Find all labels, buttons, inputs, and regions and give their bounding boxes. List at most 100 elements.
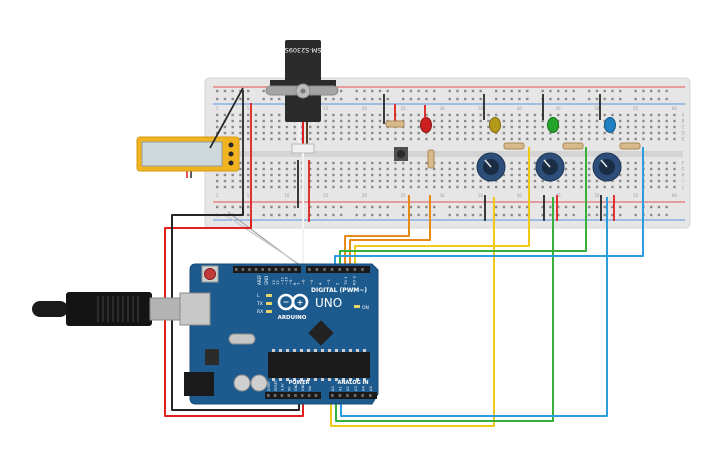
breadboard-hole — [262, 137, 265, 141]
breadboard-hole — [448, 173, 451, 177]
breadboard-hole — [409, 89, 413, 93]
breadboard-hole — [371, 119, 374, 123]
header-pin[interactable] — [346, 394, 349, 397]
breadboard-hole — [572, 167, 575, 171]
breadboard-hole — [433, 213, 436, 217]
header-pin[interactable] — [273, 394, 277, 397]
breadboard-hole — [665, 213, 668, 217]
breadboard-hole — [371, 131, 374, 135]
header-pin[interactable] — [287, 268, 291, 271]
header-pin[interactable] — [248, 268, 251, 271]
breadboard-hole — [247, 205, 250, 209]
header-pin[interactable] — [235, 268, 238, 271]
breadboard-hole — [634, 213, 637, 217]
header-pin[interactable] — [353, 268, 357, 271]
breadboard-hole — [332, 167, 335, 171]
reset-button[interactable] — [204, 268, 216, 280]
breadboard-hole — [425, 89, 428, 93]
breadboard-hole — [309, 179, 312, 183]
header-pin[interactable] — [369, 394, 372, 397]
breadboard-hole — [580, 185, 583, 189]
header-pin[interactable] — [274, 268, 278, 271]
header-pin[interactable] — [315, 268, 319, 271]
board-led-label: L — [257, 293, 260, 299]
header-pin[interactable] — [241, 268, 245, 271]
breadboard-hole — [239, 97, 242, 101]
breadboard-hole — [285, 131, 289, 135]
breadboard-hole — [557, 113, 560, 117]
wires — [164, 147, 644, 427]
breadboard-hole — [564, 213, 568, 217]
header-pin[interactable] — [314, 394, 318, 397]
header-pin[interactable] — [308, 268, 311, 271]
header-pin[interactable] — [267, 394, 270, 397]
header-pin[interactable] — [361, 394, 364, 397]
header-pin[interactable] — [287, 394, 290, 397]
breadboard-column-number: 20 — [362, 193, 368, 198]
breadboard-hole — [634, 119, 637, 123]
breadboard-hole — [580, 179, 583, 183]
breadboard-row-letter: A — [682, 113, 685, 118]
breadboard-hole — [650, 113, 653, 117]
header-pin[interactable] — [307, 394, 311, 397]
breadboard-hole — [363, 89, 366, 93]
servo-connector — [291, 143, 315, 154]
breadboard-hole — [231, 131, 234, 135]
header-pin[interactable] — [338, 394, 342, 397]
header-pin[interactable] — [294, 268, 297, 271]
header-pin[interactable] — [346, 268, 349, 271]
header-pin[interactable] — [323, 268, 326, 271]
breadboard-hole — [409, 119, 413, 123]
breadboard-hole — [409, 167, 413, 171]
breadboard-hole — [378, 131, 382, 135]
breadboard-hole — [557, 179, 560, 183]
breadboard-hole — [247, 125, 250, 129]
breadboard-hole — [541, 89, 544, 93]
microcontroller-pin — [321, 378, 324, 381]
breadboard-hole — [603, 131, 606, 135]
header-pin[interactable] — [301, 394, 304, 397]
resistor-led-blue — [619, 142, 641, 150]
breadboard-hole — [626, 113, 630, 117]
breadboard-hole — [278, 179, 281, 183]
breadboard-hole — [564, 119, 568, 123]
header-pin[interactable] — [280, 394, 284, 397]
breadboard-hole — [340, 125, 343, 129]
breadboard-hole — [278, 167, 281, 171]
breadboard-hole — [247, 137, 250, 141]
breadboard-hole — [650, 185, 653, 189]
breadboard-hole — [262, 161, 265, 165]
breadboard-hole — [417, 179, 420, 183]
header-pin[interactable] — [353, 394, 357, 397]
header-pin[interactable] — [281, 268, 284, 271]
header-pin[interactable] — [294, 394, 297, 397]
header-pin[interactable] — [338, 268, 341, 271]
breadboard-hole — [673, 137, 676, 141]
breadboard-hole — [619, 213, 622, 217]
breadboard-hole — [324, 173, 327, 177]
breadboard-hole — [440, 113, 444, 117]
breadboard-hole — [340, 205, 343, 209]
breadboard-hole — [262, 89, 265, 93]
breadboard-hole — [456, 213, 459, 217]
breadboard-hole — [595, 113, 599, 117]
breadboard-hole — [448, 113, 451, 117]
board-led — [266, 302, 272, 305]
breadboard-hole — [239, 131, 242, 135]
breadboard-hole — [456, 179, 459, 183]
breadboard-hole — [433, 179, 436, 183]
breadboard-hole — [223, 179, 227, 183]
header-pin[interactable] — [254, 268, 258, 271]
header-pin[interactable] — [261, 268, 264, 271]
header-pin[interactable] — [268, 268, 271, 271]
header-pin[interactable] — [330, 268, 334, 271]
header-pin[interactable] — [331, 394, 334, 397]
breadboard-hole — [479, 113, 482, 117]
board-led-label: TX — [256, 301, 263, 307]
breadboard-hole — [549, 131, 552, 135]
model-label: UNO — [315, 296, 342, 310]
header-pin[interactable] — [361, 268, 364, 271]
microcontroller-pin — [349, 349, 352, 352]
breadboard-hole — [440, 185, 444, 189]
breadboard-hole — [650, 119, 653, 123]
